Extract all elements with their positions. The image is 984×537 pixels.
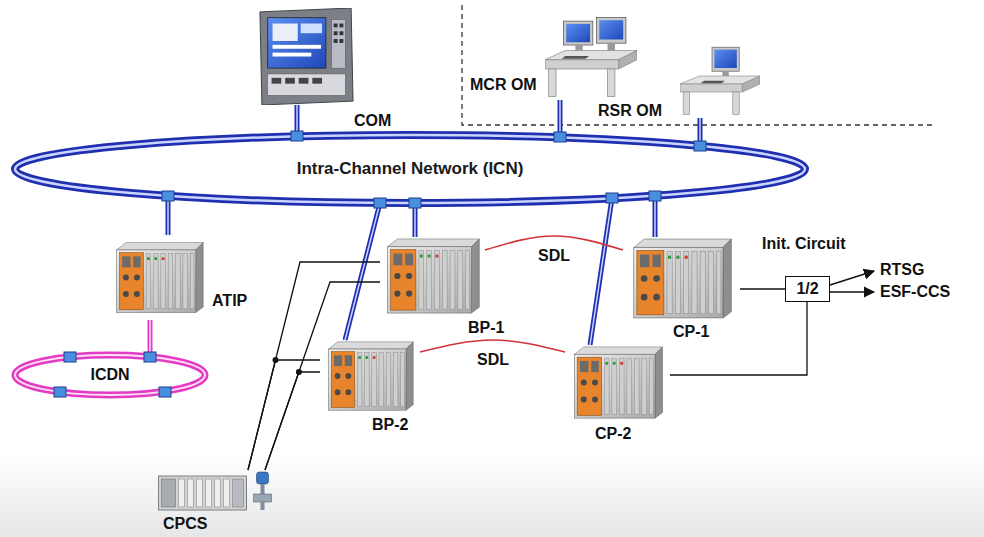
- panel-computer: [260, 8, 353, 105]
- cabinet: [329, 342, 414, 410]
- cabinet: [574, 347, 662, 418]
- room-boundary: [462, 5, 935, 125]
- connector-core: [167, 196, 169, 235]
- signal-wire: [248, 262, 380, 470]
- node-label: ATIP: [212, 292, 247, 310]
- network-ring: [15, 355, 205, 395]
- network-tap: [159, 387, 171, 397]
- cabinet-node: BP-2: [320, 340, 420, 412]
- node-text: Intra-Channel Network (ICN): [297, 160, 524, 178]
- node-label: CP-1: [673, 323, 709, 341]
- connector-core: [149, 320, 151, 357]
- network-link: [150, 320, 151, 357]
- network-tap: [374, 198, 386, 208]
- floor-band: [0, 455, 984, 537]
- network-taps: [54, 131, 706, 397]
- connector-line: [265, 372, 320, 470]
- cabinet-node: ATIP: [113, 235, 205, 320]
- cabinet: [388, 239, 480, 313]
- connector-core: [345, 203, 380, 340]
- equipment-node: CPCS: [155, 470, 278, 512]
- cabinet-node: CP-1: [623, 237, 740, 320]
- node-label: CPCS: [163, 515, 207, 533]
- signal-wire: [265, 282, 380, 470]
- connector-line: [740, 288, 785, 289]
- connector-core: [654, 196, 656, 237]
- signal-label: ESF-CCS: [880, 283, 950, 301]
- network-tap: [554, 132, 566, 142]
- network-tap: [606, 193, 618, 203]
- connector-line: [148, 320, 153, 357]
- operator-desk: [545, 17, 637, 96]
- node-text: 1/2: [796, 280, 818, 298]
- connector-line: [166, 196, 171, 235]
- node-label: BP-1: [468, 319, 504, 337]
- workstation-node: RSR OM: [680, 42, 760, 118]
- connector-line: [248, 360, 320, 470]
- node-text: ICDN: [90, 366, 129, 384]
- signal-wire: [740, 289, 785, 290]
- junction-dot: [273, 357, 279, 363]
- network-tap: [291, 131, 303, 141]
- process-equipment: [159, 472, 272, 510]
- network-tap: [409, 198, 421, 208]
- network-ring-node: Intra-Channel Network (ICN): [15, 135, 805, 203]
- workstation-node: MCR OM: [545, 14, 637, 100]
- network-ring-inner: [15, 135, 805, 203]
- cabinet: [117, 243, 203, 313]
- network-tap: [144, 352, 156, 362]
- link-label: SDL: [475, 351, 511, 369]
- network-link: [168, 196, 169, 235]
- network-ring-node: ICDN: [15, 355, 205, 395]
- network-link: [590, 198, 612, 345]
- network-tap: [54, 387, 66, 397]
- junction-dot: [296, 369, 302, 375]
- node-label: BP-2: [372, 416, 408, 434]
- logic-box: Init. Circuit1/2: [785, 276, 830, 302]
- network-link: [345, 203, 380, 340]
- node-label: MCR OM: [470, 76, 537, 94]
- network-tap: [162, 191, 174, 201]
- connector-line: [345, 203, 380, 340]
- signal-label: RTSG: [880, 261, 924, 279]
- signal-wire: [248, 360, 320, 470]
- output-arrow: [830, 291, 874, 292]
- node-label: CP-2: [595, 425, 631, 443]
- signal-wire: [670, 302, 807, 375]
- network-tap: [649, 191, 661, 201]
- link-label: SDL: [536, 247, 572, 265]
- network-ring: [15, 135, 805, 203]
- connector-line: [590, 198, 612, 345]
- connector-core: [590, 198, 612, 345]
- connector-line: [265, 282, 380, 470]
- connector-line: [248, 262, 380, 470]
- computer-node: COM: [258, 8, 355, 105]
- cabinet-node: CP-2: [565, 345, 670, 420]
- signal-wire: [265, 372, 320, 470]
- network-tap: [64, 352, 76, 362]
- connector-line: [653, 196, 658, 237]
- network-ring-inner: [15, 355, 205, 395]
- cabinet: [634, 239, 732, 318]
- cabinet-node: BP-1: [380, 237, 485, 315]
- connector-line: [670, 302, 807, 375]
- network-tap: [694, 141, 706, 151]
- output-arrow: [830, 271, 874, 285]
- node-label: RSR OM: [598, 102, 662, 120]
- network-link: [655, 196, 656, 237]
- operator-desk: [680, 47, 760, 114]
- node-label: COM: [354, 112, 391, 130]
- node-label: Init. Circuit: [762, 235, 846, 253]
